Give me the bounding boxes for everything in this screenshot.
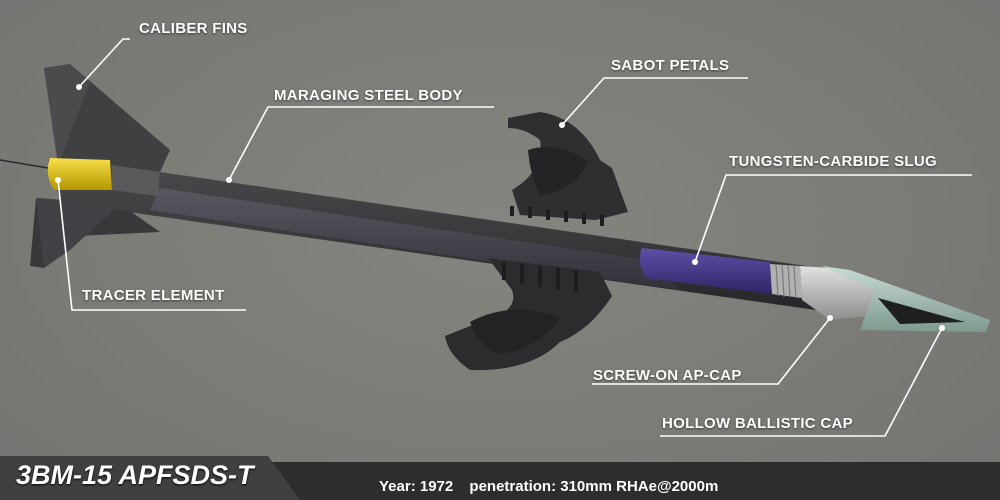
label-screw-on-ap-cap: SCREW-ON AP-CAP [593,367,742,384]
cap-threads [770,264,802,298]
label-tungsten-carbide-slug: TUNGSTEN-CARBIDE SLUG [729,153,937,170]
label-sabot-petals: SABOT PETALS [611,57,730,74]
ap-cap [800,266,875,320]
year-text: Year: 1972 [379,478,454,495]
projectile-title: 3BM-15 APFSDS-T [16,460,254,490]
projectile-info: Year: 1972 penetration: 310mm RHAe@2000m [379,478,730,495]
leader-lines [55,38,972,437]
label-maraging-steel-body: MARAGING STEEL BODY [274,87,463,104]
tungsten-slug [639,248,772,294]
penetration-text: penetration: 310mm RHAe@2000m [469,478,719,495]
title-tab [0,456,300,500]
label-tracer-element: TRACER ELEMENT [82,287,225,304]
cutaway-interior [150,188,680,290]
sabot-grooves [502,206,604,292]
tracer-element [47,158,112,190]
label-hollow-ballistic-cap: HOLLOW BALLISTIC CAP [662,415,853,432]
ballistic-cap [822,266,990,332]
label-caliber-fins: CALIBER FINS [139,20,248,37]
